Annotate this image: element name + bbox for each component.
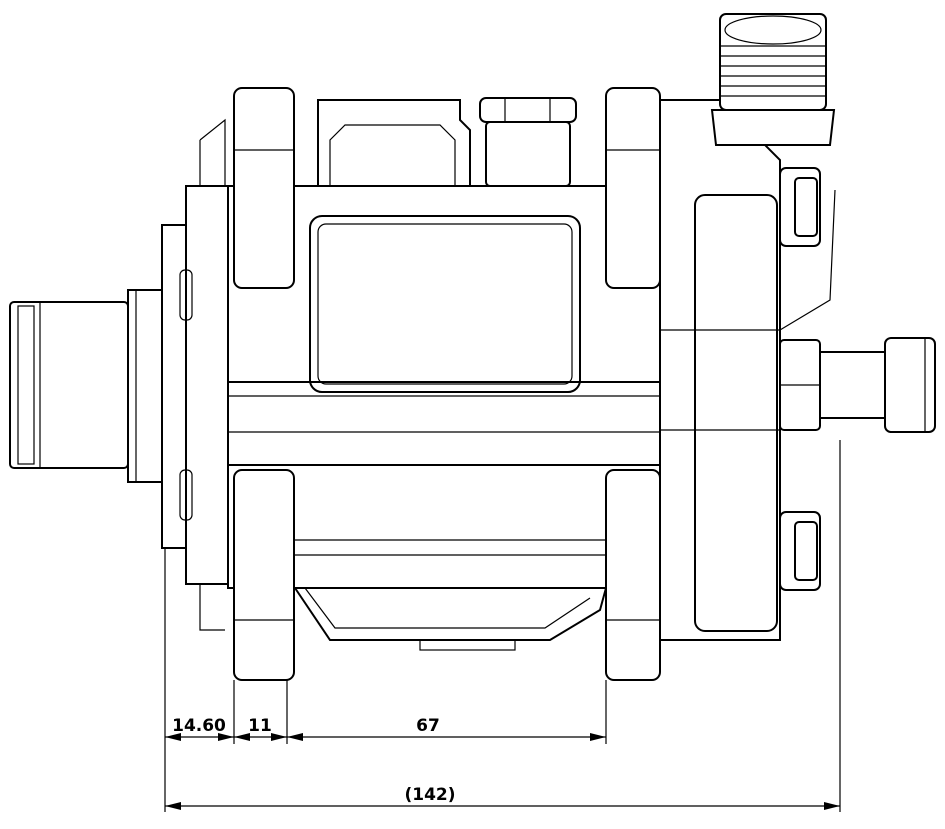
dimension-label-11: 11	[248, 716, 272, 736]
dimension-label-14-60: 14.60	[172, 716, 226, 736]
dimension-label-67: 67	[416, 716, 440, 736]
dimension-arrows	[165, 733, 840, 810]
compressor-body	[9, 13, 936, 681]
dimension-label-142: (142)	[404, 785, 455, 805]
